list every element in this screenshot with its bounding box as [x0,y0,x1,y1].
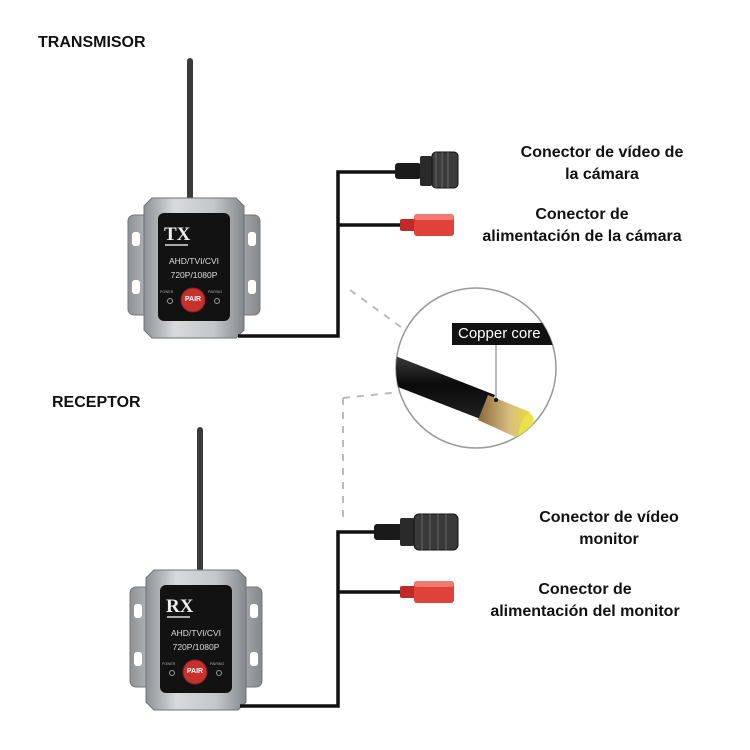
dashed-guide-lines [342,289,406,520]
label-line: Conector de [538,581,632,598]
camera-power-connector [400,214,454,236]
transmitter-device [127,58,261,339]
resolution-text: 720P/1080P [172,642,220,652]
camera-power-label: Conector de alimentación de la cámara [482,204,681,248]
pairing-led-label: PAIRING [208,290,223,294]
pair-button[interactable] [180,287,206,313]
receiver-cables [240,530,402,708]
label-line: Conector de [535,206,629,223]
power-led-label: POWER [162,662,176,666]
camera-video-label: Conector de vídeo de la cámara [521,142,684,186]
copper-core-detail [395,287,557,449]
label-line: alimentación del monitor [490,603,680,620]
receiver-heading: RECEPTOR [52,394,141,411]
transmitter-cables [238,170,402,338]
device-code: TX [164,224,191,245]
camera-video-connector [395,151,459,189]
label-line: alimentación de la cámara [482,228,682,245]
monitor-power-connector [400,581,454,603]
monitor-video-label: Conector de vídeo monitor [539,507,679,551]
pairing-led-label: PAIRING [210,662,225,666]
format-text: AHD/TVI/CVI [170,628,222,638]
monitor-video-connector [374,513,459,551]
monitor-power-label: Conector de alimentación del monitor [490,579,679,623]
resolution-text: 720P/1080P [170,270,218,280]
antenna [197,427,203,575]
label-line: monitor [579,531,639,548]
label-line: Conector de vídeo de [520,144,684,161]
power-led-label: POWER [160,290,174,294]
copper-core-callout: Copper core [458,325,541,342]
antenna [187,58,193,203]
label-line: la cámara [565,166,639,183]
pair-button-label: PAIR [186,668,204,675]
transmitter-heading: TRANSMISOR [38,34,146,51]
device-code: RX [166,596,194,617]
label-line: Conector de vídeo [539,509,679,526]
pair-button-label: PAIR [184,296,202,303]
pair-button[interactable] [182,659,208,685]
format-text: AHD/TVI/CVI [168,256,220,266]
front-panel [160,585,232,693]
front-panel [158,213,230,321]
receiver-device [129,427,263,711]
